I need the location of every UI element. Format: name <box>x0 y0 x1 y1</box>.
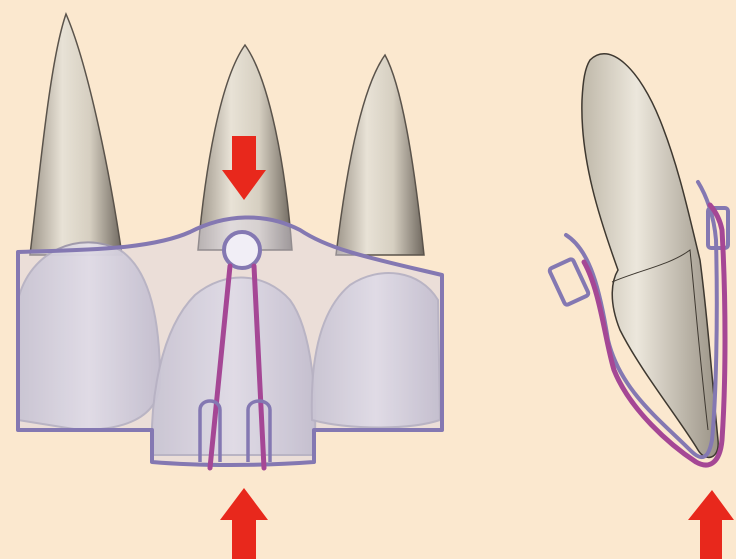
side-up-arrow <box>688 490 734 559</box>
side-view <box>549 54 734 559</box>
tooth-root-right <box>336 55 424 255</box>
tooth-side-profile <box>582 54 718 458</box>
front-view <box>18 14 442 559</box>
up-arrow <box>220 488 268 559</box>
tooth-root-left <box>30 14 122 255</box>
wire-loop-ring <box>224 232 260 268</box>
